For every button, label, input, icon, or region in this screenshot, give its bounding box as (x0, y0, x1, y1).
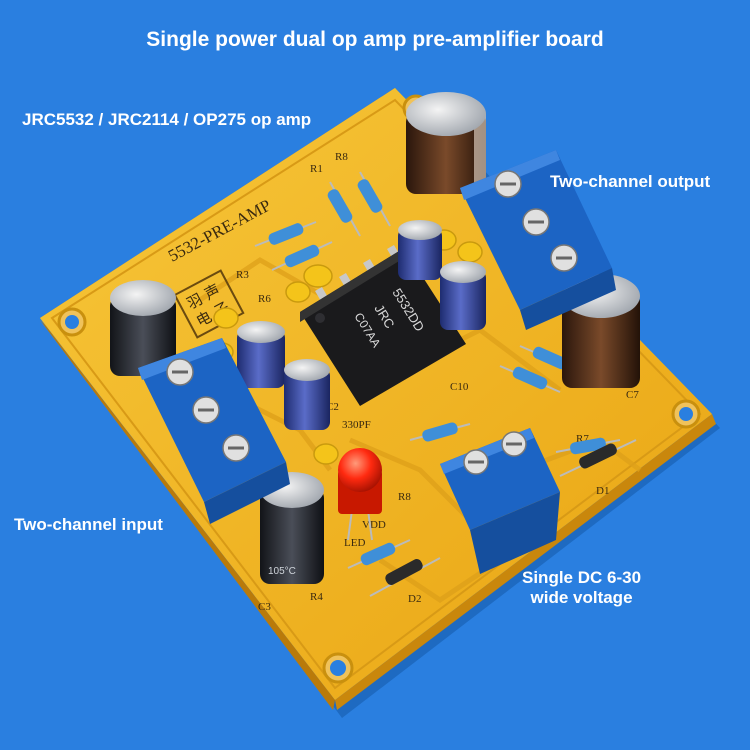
refdes: R4 (310, 591, 323, 603)
refdes: C3 (258, 601, 271, 613)
resistor (357, 171, 391, 227)
mounting-hole (671, 399, 701, 429)
power-caption: Single DC 6-30 wide voltage (522, 568, 641, 607)
output-terminal-block (460, 150, 616, 330)
resistor (347, 539, 411, 569)
resistor (499, 365, 561, 393)
output-caption: Two-channel output (550, 172, 711, 191)
op-amp-models-caption: JRC5532 / JRC2114 / OP275 op amp (22, 110, 312, 129)
refdes: 330PF (342, 419, 371, 431)
electrolytic-capacitor-small (284, 359, 330, 430)
refdes: R8 (335, 151, 348, 163)
refdes: R8 (398, 491, 411, 503)
refdes: C7 (626, 389, 639, 401)
board-edge-front (335, 414, 716, 710)
power-led (338, 448, 382, 541)
input-caption: Two-channel input (14, 515, 163, 534)
resistor (254, 221, 317, 247)
electrolytic-capacitor-large (406, 92, 486, 194)
electrolytic-capacitor-small (440, 261, 486, 330)
refdes: D1 (596, 485, 609, 497)
refdes: LED (344, 537, 365, 549)
mounting-hole (322, 652, 354, 684)
electrolytic-capacitor-small (237, 321, 285, 388)
headline-caption: Single power dual op amp pre-amplifier b… (146, 28, 604, 51)
power-caption-line2: wide voltage (530, 587, 633, 607)
resistor (327, 181, 361, 237)
refdes: R3 (236, 269, 249, 281)
board-edge-left (40, 320, 335, 710)
refdes: C10 (450, 381, 469, 393)
diode (369, 557, 441, 597)
refdes: R1 (310, 163, 323, 175)
electrolytic-capacitor-large (110, 280, 176, 376)
power-caption-line1: Single DC 6-30 (522, 568, 642, 587)
brand-char: 羽 (185, 292, 206, 313)
refdes-labels: R1 R8 R3 R6 C2 C3 R4 D2 D1 R7 C7 C10 R8 … (236, 151, 639, 613)
mounting-hole (57, 307, 87, 337)
resistor (271, 241, 333, 271)
refdes: D2 (408, 593, 421, 605)
resistor (409, 422, 471, 442)
refdes: VDD (362, 519, 386, 531)
brand-char: 电 (194, 309, 215, 331)
diode (559, 439, 637, 477)
brand-char: 声 (201, 281, 223, 304)
refdes: R6 (258, 293, 271, 305)
cap-marking: 105°C (268, 566, 296, 577)
op-amp-chip: 5532DD JRC C07AA (300, 244, 466, 406)
electrolytic-capacitor-small (398, 220, 442, 280)
input-terminal-block (138, 338, 290, 524)
power-terminal-block (440, 428, 560, 574)
